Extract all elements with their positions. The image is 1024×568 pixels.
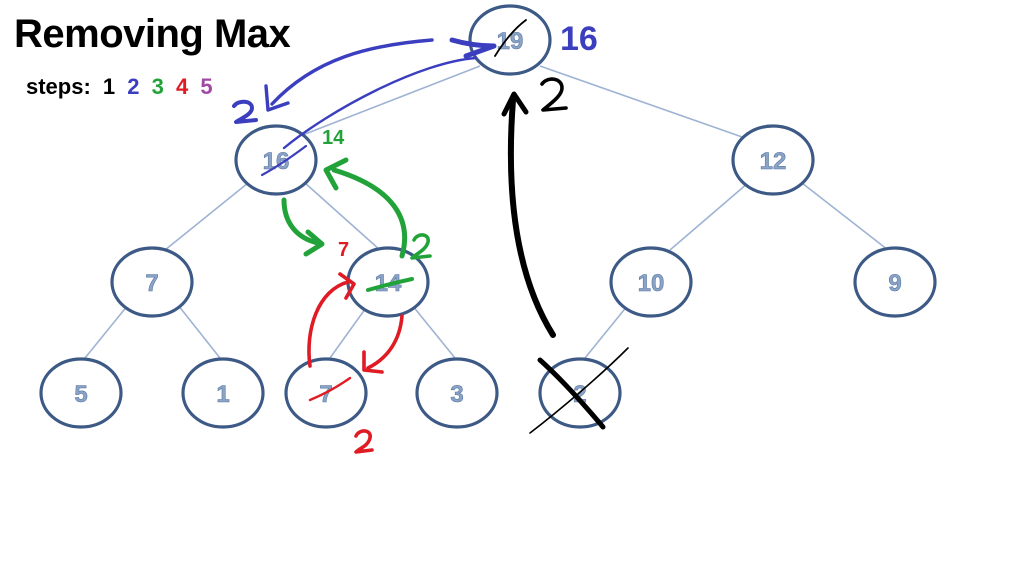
edge-12-10 — [669, 182, 749, 251]
edge-root-right — [539, 65, 746, 139]
steps-legend: steps: 1 2 3 4 5 — [26, 74, 213, 100]
strike-7 — [308, 376, 352, 402]
edge-16-7 — [164, 182, 249, 251]
node-lrr-value: 3 — [450, 381, 463, 408]
root-new-value: 16 — [560, 20, 598, 58]
step3-arrow-down-head — [303, 229, 325, 257]
level2-new-value: 7 — [338, 239, 349, 261]
node-right: 12 — [731, 124, 815, 196]
node-ll: 7 — [110, 246, 194, 318]
edge-16-14 — [304, 182, 381, 251]
node-left-value: 16 — [263, 148, 290, 175]
node-left: 16 — [234, 124, 318, 196]
node-rr: 9 — [853, 246, 937, 318]
edge-7-5 — [84, 304, 129, 359]
step1-arrow — [501, 77, 568, 338]
step1-arrow-head — [501, 91, 529, 117]
step4-two-glyph — [354, 429, 374, 454]
tree-nodes: 19 16 12 7 14 10 9 5 — [39, 4, 937, 429]
node-root-value: 19 — [497, 28, 524, 55]
step3-arrow-up — [331, 167, 408, 259]
step4-arrows — [307, 272, 404, 454]
node-root: 19 — [468, 4, 552, 76]
step2-arrow-in — [282, 56, 478, 150]
step-2: 2 — [127, 74, 140, 99]
node-ll-value: 7 — [145, 270, 158, 297]
cross-2-b — [529, 347, 629, 434]
step4-arrow-down — [366, 314, 404, 370]
node-llr-value: 1 — [216, 381, 229, 408]
strikethroughs — [260, 19, 629, 434]
strike-14 — [366, 277, 414, 292]
edge-12-9 — [801, 182, 889, 251]
strike-16 — [260, 144, 308, 177]
step1-arrow-path — [507, 97, 556, 338]
step2-arrow-out — [270, 38, 434, 106]
step2-arrow-in-head — [449, 37, 497, 59]
step3-arrow-down — [281, 197, 321, 246]
step4-arrow-down-head — [362, 350, 384, 374]
edge-7-1 — [177, 304, 221, 359]
steps-label: steps: — [26, 74, 91, 99]
level1-new-value: 14 — [322, 127, 345, 149]
node-lll-value: 5 — [74, 381, 87, 408]
edge-10-2 — [584, 304, 629, 359]
step2-two-glyph — [232, 99, 258, 124]
step3-arrows — [281, 157, 432, 260]
step2-arrows — [232, 37, 497, 150]
node-rl-value: 10 — [638, 270, 665, 297]
node-rl: 10 — [609, 246, 693, 318]
step-3: 3 — [151, 74, 164, 99]
tree-edges — [84, 65, 889, 359]
node-right-value: 12 — [760, 148, 787, 175]
step4-arrow-up-head — [338, 272, 356, 300]
node-rr-value: 9 — [888, 270, 901, 297]
page-title: Removing Max — [14, 12, 291, 56]
edge-root-left — [299, 65, 481, 137]
edge-14-3 — [411, 304, 456, 359]
step3-two-glyph — [410, 233, 432, 260]
step-1: 1 — [102, 74, 116, 99]
step-5: 5 — [200, 74, 213, 99]
strike-root — [494, 19, 527, 57]
node-lrr: 3 — [415, 357, 499, 429]
node-llr: 1 — [181, 357, 265, 429]
step2-arrow-out-head — [264, 84, 290, 112]
step1-two-glyph — [540, 77, 568, 112]
cross-2-a — [537, 357, 606, 430]
step-4: 4 — [176, 74, 189, 99]
node-lll: 5 — [39, 357, 123, 429]
node-lrl-value: 7 — [319, 381, 332, 408]
step3-arrow-up-head — [323, 157, 349, 191]
step4-arrow-up — [307, 280, 350, 368]
edge-14-7 — [329, 304, 369, 359]
